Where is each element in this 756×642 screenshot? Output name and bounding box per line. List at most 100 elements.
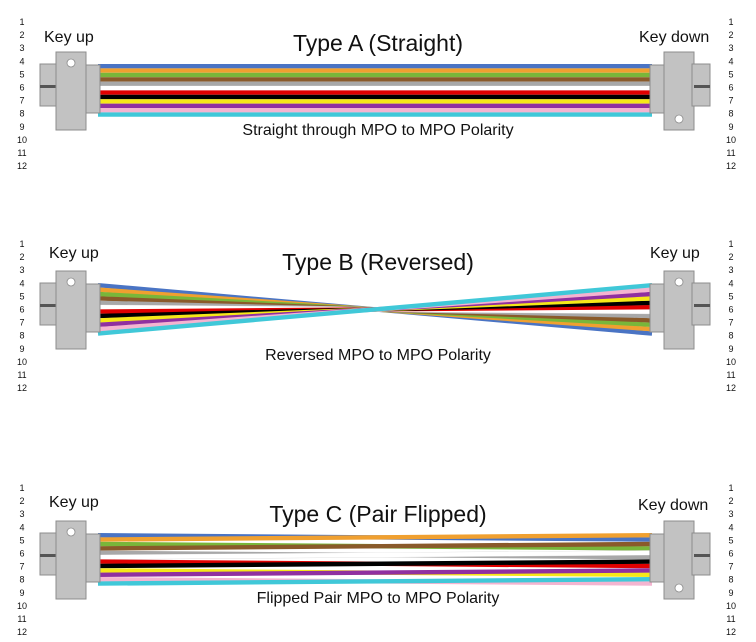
fiber-number-left: 4 xyxy=(19,522,24,532)
fiber-number-left: 9 xyxy=(19,588,24,598)
fiber-number-right: 5 xyxy=(728,535,733,545)
fiber-number-left: 1 xyxy=(19,483,24,493)
fiber-wire xyxy=(97,283,653,336)
fiber-number-left: 3 xyxy=(19,265,24,275)
fiber-number-right: 5 xyxy=(728,291,733,301)
connector-pin-left xyxy=(40,304,56,307)
connector-ferrule-left xyxy=(85,533,101,583)
fiber-number-right: 8 xyxy=(728,109,733,119)
fiber-number-left: 8 xyxy=(19,331,24,341)
fiber-number-right: 2 xyxy=(728,252,733,262)
fiber-number-left: 3 xyxy=(19,43,24,53)
fiber-number-right: 12 xyxy=(726,627,736,637)
key-dot-right xyxy=(674,114,684,124)
fiber-number-left: 6 xyxy=(19,83,24,93)
fiber-number-left: 4 xyxy=(19,278,24,288)
fiber-number-left: 6 xyxy=(19,549,24,559)
connector-pin-right xyxy=(694,554,710,557)
fiber-number-left: 2 xyxy=(19,252,24,262)
fiber-number-right: 12 xyxy=(726,161,736,171)
fiber-number-left: 10 xyxy=(17,601,27,611)
fiber-number-right: 9 xyxy=(728,588,733,598)
fiber-number-right: 5 xyxy=(728,69,733,79)
fiber-number-left: 11 xyxy=(17,370,26,380)
right-key-label: Key down xyxy=(638,497,709,514)
fiber-number-left: 7 xyxy=(19,96,24,106)
panel-title: Type C (Pair Flipped) xyxy=(269,501,487,527)
right-key-label: Key down xyxy=(639,29,710,46)
fiber-number-left: 12 xyxy=(17,383,27,393)
fiber-number-right: 10 xyxy=(726,601,736,611)
panel-type-b: Type B (Reversed) Key up Key up Reversed… xyxy=(49,245,700,364)
fiber-number-left: 9 xyxy=(19,122,24,132)
fiber-number-right: 9 xyxy=(728,122,733,132)
fiber-number-left: 11 xyxy=(17,614,26,624)
fiber-number-left: 4 xyxy=(19,56,24,66)
left-key-label: Key up xyxy=(44,29,94,46)
fiber-number-right: 3 xyxy=(728,509,733,519)
fiber-number-right: 4 xyxy=(728,522,733,532)
fiber-number-left: 5 xyxy=(19,69,24,79)
fiber-number-right: 2 xyxy=(728,496,733,506)
fiber-number-right: 7 xyxy=(728,96,733,106)
connector-pin-left xyxy=(40,554,56,557)
panel-title: Type B (Reversed) xyxy=(282,249,474,275)
panel-title: Type A (Straight) xyxy=(292,30,464,56)
fiber-number-right: 10 xyxy=(726,135,736,145)
fiber-number-right: 3 xyxy=(728,265,733,275)
fiber-number-left: 9 xyxy=(19,344,24,354)
fiber-wire xyxy=(97,577,653,586)
right-key-label: Key up xyxy=(650,245,700,262)
fiber-number-right: 11 xyxy=(726,148,735,158)
panel-caption: Flipped Pair MPO to MPO Polarity xyxy=(256,590,500,607)
fiber-wire xyxy=(97,550,653,560)
connector-ferrule-left xyxy=(85,64,101,114)
connector-ferrule-right xyxy=(649,533,665,583)
fiber-number-right: 4 xyxy=(728,56,733,66)
fiber-number-left: 10 xyxy=(17,357,27,367)
fiber-number-right: 6 xyxy=(728,83,733,93)
fiber-number-left: 5 xyxy=(19,291,24,301)
fiber-number-left: 1 xyxy=(19,17,24,27)
fiber-number-left: 6 xyxy=(19,305,24,315)
fiber-number-right: 3 xyxy=(728,43,733,53)
fiber-number-right: 8 xyxy=(728,575,733,585)
fiber-number-left: 5 xyxy=(19,535,24,545)
fiber-number-left: 1 xyxy=(19,239,24,249)
fiber-number-right: 9 xyxy=(728,344,733,354)
fiber-number-right: 1 xyxy=(728,239,733,249)
fiber-number-right: 7 xyxy=(728,318,733,328)
fiber-number-right: 6 xyxy=(728,549,733,559)
fiber-number-right: 4 xyxy=(728,278,733,288)
fiber-number-right: 12 xyxy=(726,383,736,393)
fiber-number-left: 12 xyxy=(17,161,27,171)
connector-pin-right xyxy=(694,85,710,88)
fiber-wire xyxy=(97,568,653,577)
fiber-number-left: 11 xyxy=(17,148,26,158)
connector-pin-right xyxy=(694,304,710,307)
connector-pin-left xyxy=(40,85,56,88)
key-dot-left xyxy=(66,277,76,287)
fiber-wire xyxy=(97,559,653,569)
fiber-number-right: 11 xyxy=(726,614,735,624)
fiber-number-right: 8 xyxy=(728,331,733,341)
fiber-number-left: 12 xyxy=(17,627,27,637)
key-dot-right xyxy=(674,277,684,287)
left-key-label: Key up xyxy=(49,245,99,262)
panel-caption: Straight through MPO to MPO Polarity xyxy=(242,122,514,139)
fiber-number-right: 6 xyxy=(728,305,733,315)
fiber-number-right: 1 xyxy=(728,483,733,493)
connector-ferrule-right xyxy=(649,64,665,114)
panel-type-a: Type A (Straight) Key up Key down Straig… xyxy=(0,0,756,180)
fiber-number-left: 2 xyxy=(19,496,24,506)
fiber-number-right: 2 xyxy=(728,30,733,40)
fiber-number-left: 3 xyxy=(19,509,24,519)
key-dot-right xyxy=(674,583,684,593)
fiber-number-left: 8 xyxy=(19,575,24,585)
fiber-number-left: 8 xyxy=(19,109,24,119)
fiber-number-left: 7 xyxy=(19,562,24,572)
fiber-number-right: 11 xyxy=(726,370,735,380)
fiber-wire xyxy=(97,541,653,551)
